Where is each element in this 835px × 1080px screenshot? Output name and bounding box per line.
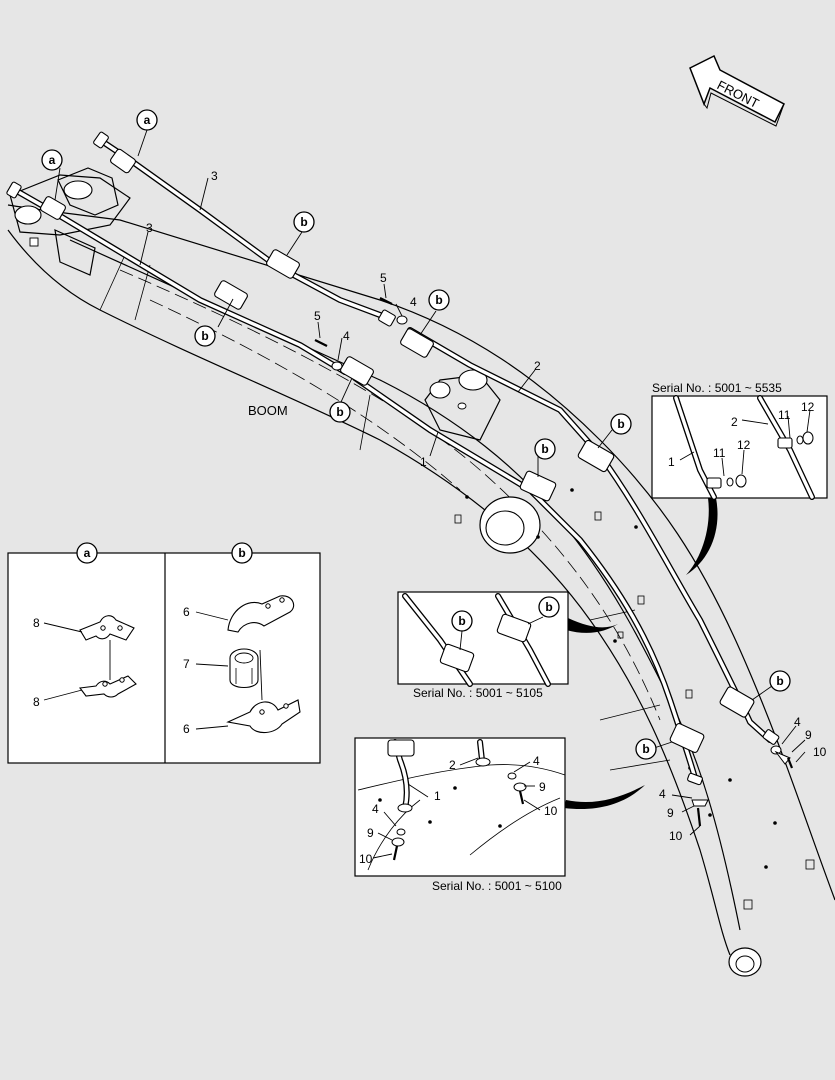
clamp-b-3 (340, 356, 374, 386)
front-direction-arrow: FRONT (689, 54, 785, 127)
detail5100-part-1: 1 (434, 789, 441, 803)
clamp-half-6-lower (226, 699, 301, 734)
pipe-end-fittings (6, 131, 780, 786)
detail5535-part-1: 1 (668, 455, 675, 469)
legend-part-7: 7 (183, 657, 190, 671)
part-4-lower-label: 4 (343, 329, 350, 343)
legend-part-6-upper: 6 (183, 605, 190, 619)
clamp-b-1 (214, 280, 248, 310)
boom-label: BOOM (248, 403, 288, 418)
callout-b-5: b (541, 442, 548, 456)
detail5105-callout-b-1: b (458, 614, 465, 628)
callout-b-7: b (642, 742, 649, 756)
boom-structure (7, 167, 835, 977)
part-4-foot-label: 4 (794, 715, 801, 729)
legend-part-8-lower: 8 (33, 695, 40, 709)
part-10-foot-label: 10 (813, 745, 827, 759)
clamp-plate-8-upper (79, 615, 135, 641)
clamp-b-6 (577, 439, 615, 473)
detail5535-part-12b: 12 (737, 438, 751, 452)
detail5535-part-11a: 11 (778, 408, 791, 422)
serial-5100-label: Serial No. : 5001 ~ 5100 (432, 879, 562, 893)
main-callouts: a a b b b b b b b b (41, 109, 791, 760)
callout-b-3: b (435, 293, 442, 307)
clamp-plate-8-lower (78, 675, 137, 698)
legend-part-8-upper: 8 (33, 616, 40, 630)
part-1-label: 1 (420, 455, 427, 469)
pipe-1 (352, 375, 698, 781)
clamp-legend-box: a b 8 8 (7, 542, 321, 764)
bushing-7 (229, 648, 259, 689)
clamp-a-upper (110, 148, 136, 174)
detail5100-part-4a: 4 (533, 754, 540, 768)
main-part-numbers: 3 3 5 4 5 4 2 1 4 9 10 4 9 10 (146, 169, 827, 843)
callout-a-lower: a (49, 153, 56, 167)
main-hardware (314, 297, 794, 827)
callout-b-4: b (336, 405, 343, 419)
part-3-lower-label: 3 (146, 221, 153, 235)
part-5-upper-label: 5 (380, 271, 387, 285)
part-9-foot2-label: 9 (667, 806, 674, 820)
part-3-upper-label: 3 (211, 169, 218, 183)
part-4-foot2-label: 4 (659, 787, 666, 801)
detail-box-serial-5105: Serial No. : 5001 ~ 5105 b b (397, 591, 618, 700)
callout-b-8: b (776, 674, 783, 688)
detail5100-part-4b: 4 (372, 802, 379, 816)
detail5100-part-10a: 10 (544, 804, 558, 818)
callout-b-1: b (300, 215, 307, 229)
clamp-b-7 (669, 723, 705, 753)
part-10-foot2-label: 10 (669, 829, 683, 843)
detail5100-part-9b: 9 (367, 826, 374, 840)
legend-callout-a: a (84, 546, 91, 560)
part-5-lower-label: 5 (314, 309, 321, 323)
pipe-3-lower (12, 187, 348, 375)
serial-5105-label: Serial No. : 5001 ~ 5105 (413, 686, 543, 700)
callout-b-2: b (201, 329, 208, 343)
part-9-foot-label: 9 (805, 728, 812, 742)
detail5105-callout-b-2: b (545, 600, 552, 614)
detail5100-part-2: 2 (449, 758, 456, 772)
clamp-half-6-upper (227, 595, 295, 633)
clamp-b-5 (519, 470, 557, 502)
serial-5535-label: Serial No. : 5001 ~ 5535 (652, 381, 782, 395)
detail5100-part-9a: 9 (539, 780, 546, 794)
detail5535-part-11b: 11 (713, 446, 726, 460)
clamp-b-4 (400, 328, 434, 358)
legend-callout-b: b (238, 546, 245, 560)
callout-a-upper: a (144, 113, 151, 127)
detail5535-part-12a: 12 (801, 400, 815, 414)
part-2-label: 2 (534, 359, 541, 373)
clamp-a-lower (40, 196, 66, 220)
detail-box-serial-5535: Serial No. : 5001 ~ 5535 1 2 11 12 11 12 (651, 381, 828, 575)
clamp-b-2 (266, 249, 300, 279)
part-4-upper-label: 4 (410, 295, 417, 309)
legend-part-6-lower: 6 (183, 722, 190, 736)
detail5535-part-2: 2 (731, 415, 738, 429)
detail5100-part-10b: 10 (359, 852, 373, 866)
pipe-clamps (40, 148, 755, 753)
callout-b-6: b (617, 417, 624, 431)
clamp-b-8 (719, 686, 755, 718)
detail-box-serial-5100: Serial No. : 5001 ~ 5100 2 1 4 9 10 (354, 737, 645, 893)
